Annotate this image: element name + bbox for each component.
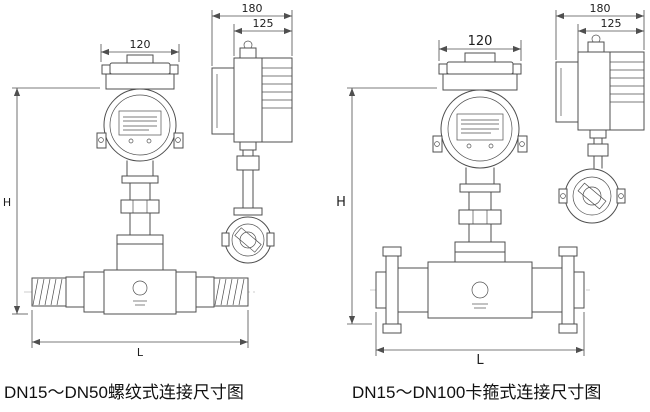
right-dim-length-label: L — [476, 353, 484, 368]
right-dim-length: L — [375, 312, 585, 368]
right-dim-side-body-depth-label: 125 — [601, 17, 622, 30]
left-dim-length-label: L — [137, 346, 144, 359]
left-dim-side-depth-label: 180 — [242, 2, 263, 15]
right-dim-height-label: H — [336, 195, 346, 210]
left-meter-pipe-threaded — [24, 269, 256, 315]
right-meter-head — [432, 52, 528, 169]
left-dim-height-label: H — [3, 196, 11, 209]
right-front-view: 120 H L — [336, 34, 590, 368]
left-dim-side-body-depth: 125 — [233, 17, 292, 56]
right-side-view: 180 125 — [555, 2, 645, 224]
left-dim-height: H — [3, 87, 100, 315]
right-meter-neck — [454, 167, 506, 267]
left-dim-side-depth: 180 — [211, 2, 293, 66]
right-dim-head-width: 120 — [438, 34, 522, 61]
right-clamp-fitting — [558, 168, 626, 224]
left-meter-head — [96, 54, 184, 162]
left-caption: DN15～DN50螺纹式连接尺寸图 — [4, 383, 244, 402]
left-dim-length: L — [31, 310, 249, 359]
right-dim-height: H — [336, 87, 437, 325]
right-dim-head-width-label: 120 — [468, 34, 493, 49]
right-dim-side-depth: 180 — [555, 2, 645, 60]
left-meter-neck — [116, 160, 164, 271]
right-dim-side-body-depth: 125 — [577, 17, 644, 60]
left-front-view: 120 H L — [3, 38, 256, 359]
left-dim-side-body-depth-label: 125 — [253, 17, 274, 30]
right-caption: DN15～DN100卡箍式连接尺寸图 — [352, 383, 601, 402]
left-side-view: 180 125 — [211, 2, 293, 264]
left-dim-head-width: 120 — [100, 38, 180, 62]
right-dim-side-depth-label: 180 — [590, 2, 611, 15]
left-dim-head-width-label: 120 — [130, 38, 151, 51]
left-sensor-fitting — [221, 216, 275, 264]
right-meter-pipe-clamp — [370, 246, 590, 334]
